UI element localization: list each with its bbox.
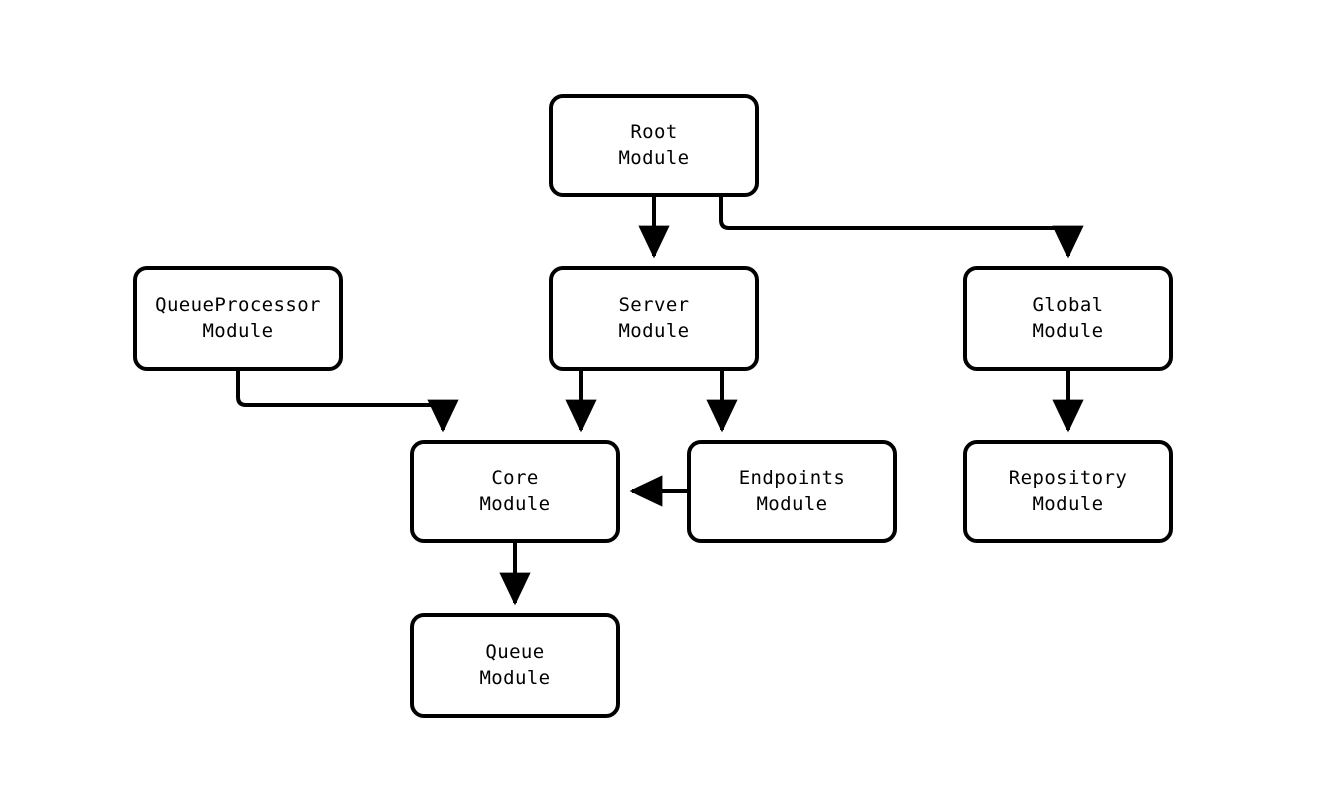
node-endpoints-module[interactable]: Endpoints Module bbox=[687, 440, 897, 543]
node-queue-module[interactable]: Queue Module bbox=[410, 613, 620, 718]
node-queue-module-label-line1: Queue bbox=[485, 641, 545, 664]
node-repository-module-label-line2: Module bbox=[1032, 492, 1104, 515]
node-queueprocessor-module[interactable]: QueueProcessor Module bbox=[133, 266, 343, 371]
node-root-module-label-line2: Module bbox=[618, 146, 690, 169]
node-queueprocessor-module-label-line1: QueueProcessor bbox=[155, 294, 321, 317]
node-root-module[interactable]: Root Module bbox=[549, 94, 759, 197]
node-core-module[interactable]: Core Module bbox=[410, 440, 620, 543]
node-global-module-label-line1: Global bbox=[1032, 294, 1104, 317]
node-endpoints-module-label-line1: Endpoints bbox=[738, 467, 846, 490]
node-root-module-label-line1: Root bbox=[630, 121, 678, 144]
node-server-module[interactable]: Server Module bbox=[549, 266, 759, 371]
node-core-module-label-line2: Module bbox=[479, 492, 551, 515]
node-endpoints-module-label-line2: Module bbox=[756, 492, 828, 515]
node-repository-module[interactable]: Repository Module bbox=[963, 440, 1173, 543]
node-queue-module-label-line2: Module bbox=[479, 666, 551, 689]
node-global-module-label-line2: Module bbox=[1032, 319, 1104, 342]
node-queueprocessor-module-label-line2: Module bbox=[202, 319, 274, 342]
node-core-module-label-line1: Core bbox=[491, 467, 539, 490]
edge-root-to-global bbox=[719, 197, 1084, 259]
edge-queueprocessor-to-core bbox=[236, 371, 459, 433]
node-global-module[interactable]: Global Module bbox=[963, 266, 1173, 371]
node-server-module-label-line1: Server bbox=[618, 294, 690, 317]
node-repository-module-label-line1: Repository bbox=[1008, 467, 1128, 490]
node-server-module-label-line2: Module bbox=[618, 319, 690, 342]
